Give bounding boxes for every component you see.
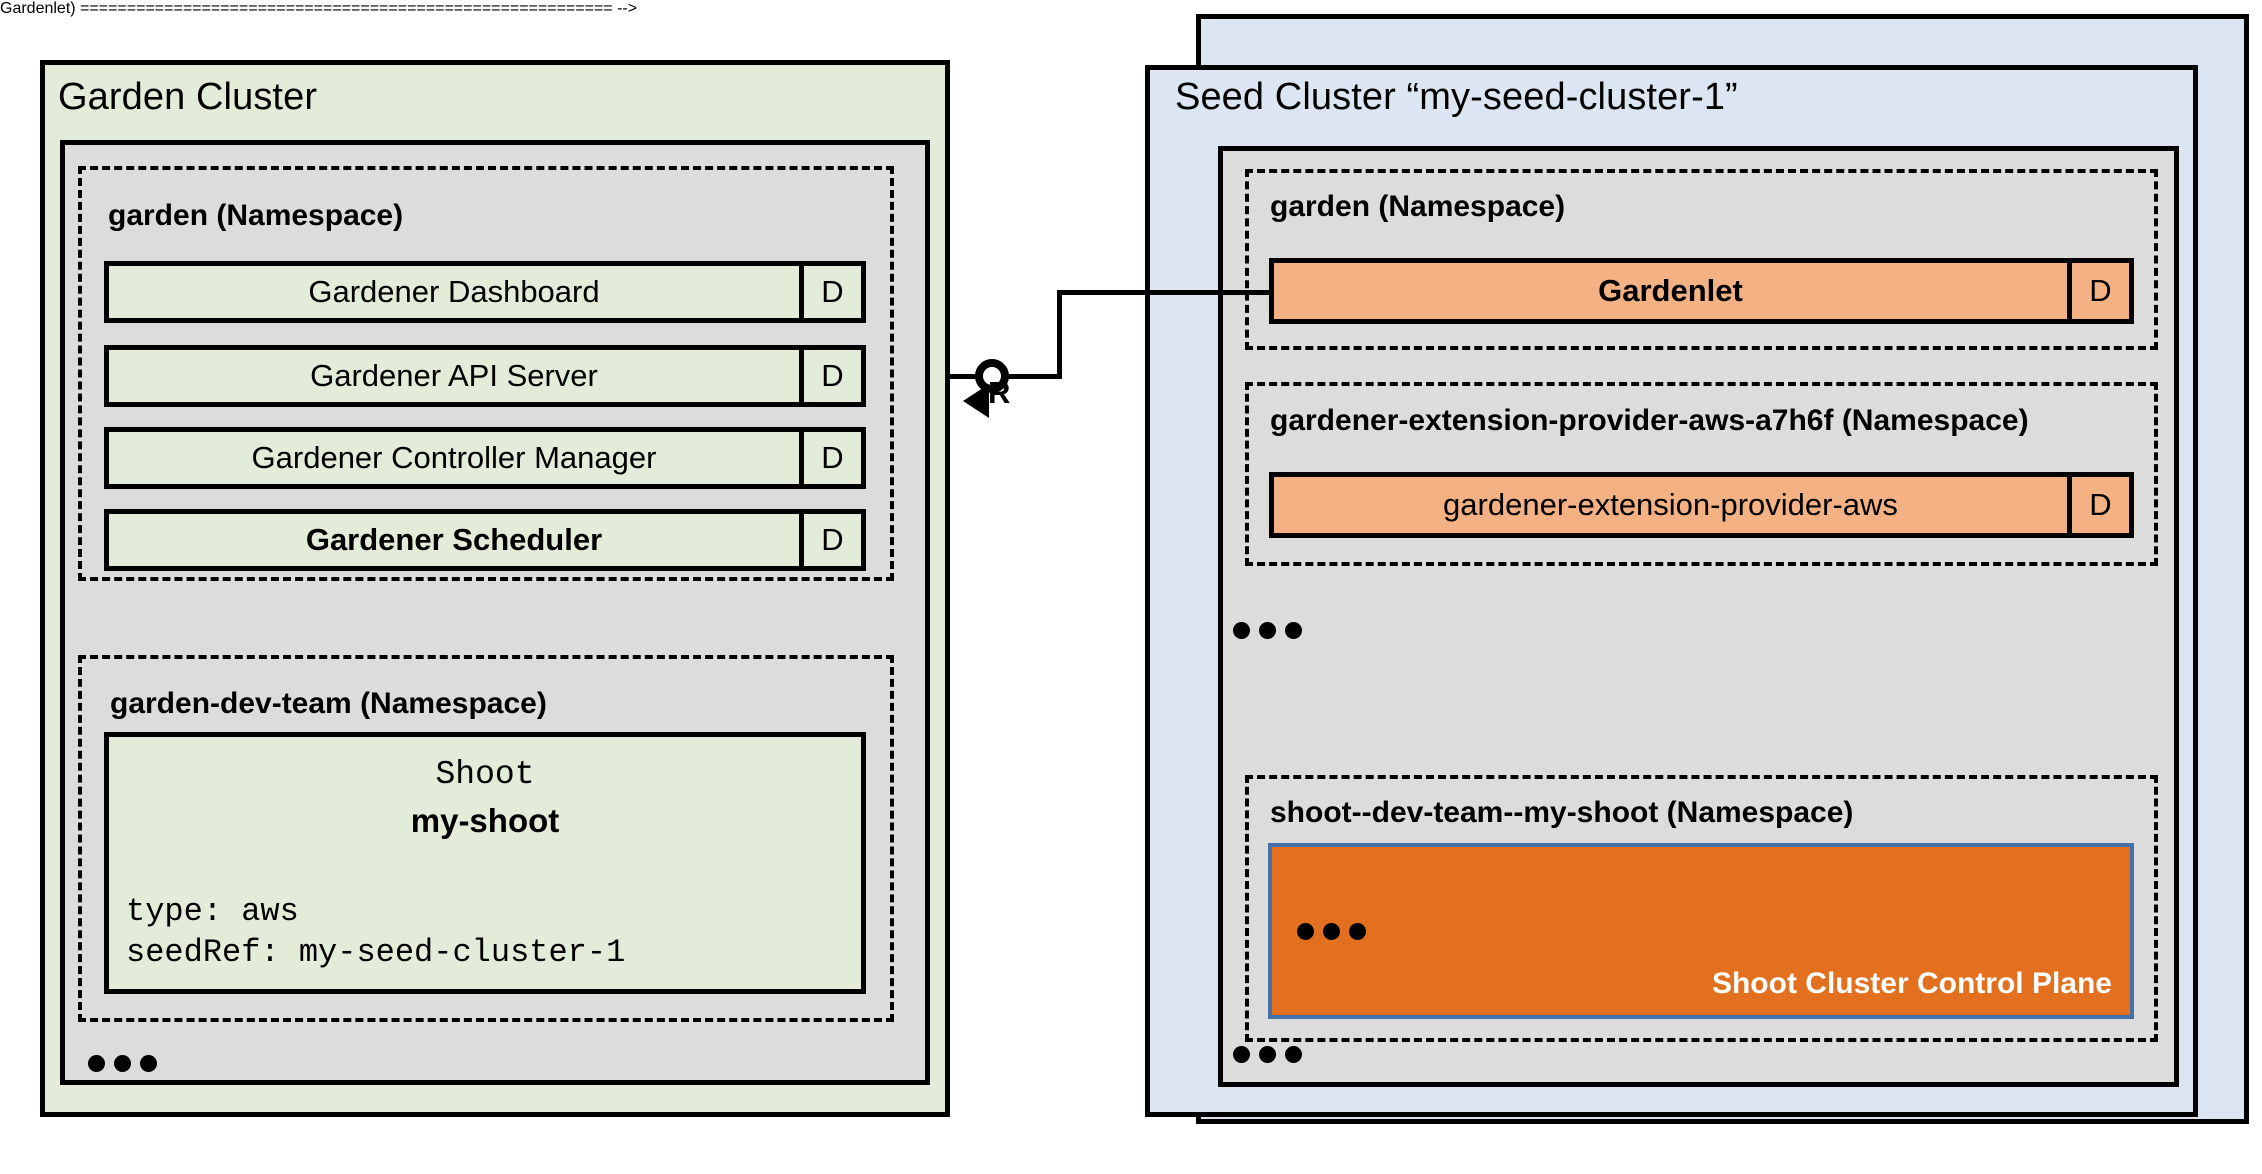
shoot-cluster-control-plane[interactable]: Shoot Cluster Control Plane bbox=[1268, 843, 2134, 1019]
garden-cluster-title: Garden Cluster bbox=[58, 76, 318, 118]
seed-namespace-garden-title: garden (Namespace) bbox=[1270, 190, 1566, 223]
garden-component-gardener-api-server-deployment-badge: D bbox=[804, 345, 866, 407]
garden-component-gardener-scheduler-deployment-badge: D bbox=[804, 509, 866, 571]
seed-namespace-shoot-control-plane-title: shoot--dev-team--my-shoot (Namespace) bbox=[1270, 796, 1854, 829]
garden-more-namespaces-indicator bbox=[88, 1055, 157, 1072]
connector-request-label: R bbox=[988, 375, 1011, 410]
garden-namespace-garden bbox=[78, 166, 894, 581]
seed-namespace-shoot-control-plane bbox=[1245, 775, 2158, 1042]
garden-component-gardener-scheduler[interactable]: Gardener Scheduler D bbox=[104, 509, 866, 571]
seed-namespace-extension-provider-aws-title: gardener-extension-provider-aws-a7h6f (N… bbox=[1270, 404, 2029, 437]
connector-segment-h2 bbox=[1006, 374, 1062, 379]
shoot-control-plane-label: Shoot Cluster Control Plane bbox=[1711, 967, 2112, 1000]
connector-segment-v bbox=[1057, 290, 1062, 379]
seed-component-extension-provider-aws-deployment-badge: D bbox=[2072, 472, 2134, 538]
garden-component-gardener-controller-manager[interactable]: Gardener Controller Manager D bbox=[104, 427, 866, 489]
garden-component-gardener-controller-manager-deployment-badge: D bbox=[804, 427, 866, 489]
seed-bottom-more-indicator bbox=[1233, 1046, 1302, 1063]
seed-component-extension-provider-aws[interactable]: gardener-extension-provider-aws D bbox=[1269, 472, 2134, 538]
seed-component-gardenlet-deployment-badge: D bbox=[2072, 258, 2134, 324]
shoot-resource-kind: Shoot bbox=[435, 756, 535, 793]
garden-component-gardener-dashboard-deployment-badge: D bbox=[804, 261, 866, 323]
garden-component-gardener-dashboard-label: Gardener Dashboard bbox=[104, 261, 804, 323]
seed-component-gardenlet[interactable]: Gardenlet D bbox=[1269, 258, 2134, 324]
seed-component-gardenlet-label: Gardenlet bbox=[1269, 258, 2072, 324]
garden-namespace-garden-title: garden (Namespace) bbox=[108, 199, 404, 232]
seed-more-namespaces-indicator bbox=[1233, 622, 1302, 639]
garden-component-gardener-api-server[interactable]: Gardener API Server D bbox=[104, 345, 866, 407]
seed-namespace-garden bbox=[1245, 169, 2158, 350]
seed-namespace-extension-provider-aws bbox=[1245, 382, 2158, 566]
garden-component-gardener-dashboard[interactable]: Gardener Dashboard D bbox=[104, 261, 866, 323]
shoot-control-plane-more-indicator bbox=[1297, 923, 1366, 940]
garden-component-gardener-scheduler-label: Gardener Scheduler bbox=[104, 509, 804, 571]
shoot-resource-card[interactable]: Shoot my-shoot type: aws seedRef: my-see… bbox=[104, 732, 866, 994]
garden-namespace-dev-team bbox=[78, 655, 894, 1022]
connector-request-arrow-icon bbox=[963, 384, 989, 418]
seed-component-extension-provider-aws-label: gardener-extension-provider-aws bbox=[1269, 472, 2072, 538]
seed-cluster-title: Seed Cluster “my-seed-cluster-1” bbox=[1175, 76, 1738, 118]
shoot-resource-spec: type: aws seedRef: my-seed-cluster-1 bbox=[126, 893, 626, 971]
garden-component-gardener-api-server-label: Gardener API Server bbox=[104, 345, 804, 407]
garden-component-gardener-controller-manager-label: Gardener Controller Manager bbox=[104, 427, 804, 489]
garden-namespace-dev-team-title: garden-dev-team (Namespace) bbox=[110, 687, 547, 720]
connector-segment-h3 bbox=[1057, 290, 1272, 295]
shoot-resource-name: my-shoot bbox=[410, 802, 560, 839]
